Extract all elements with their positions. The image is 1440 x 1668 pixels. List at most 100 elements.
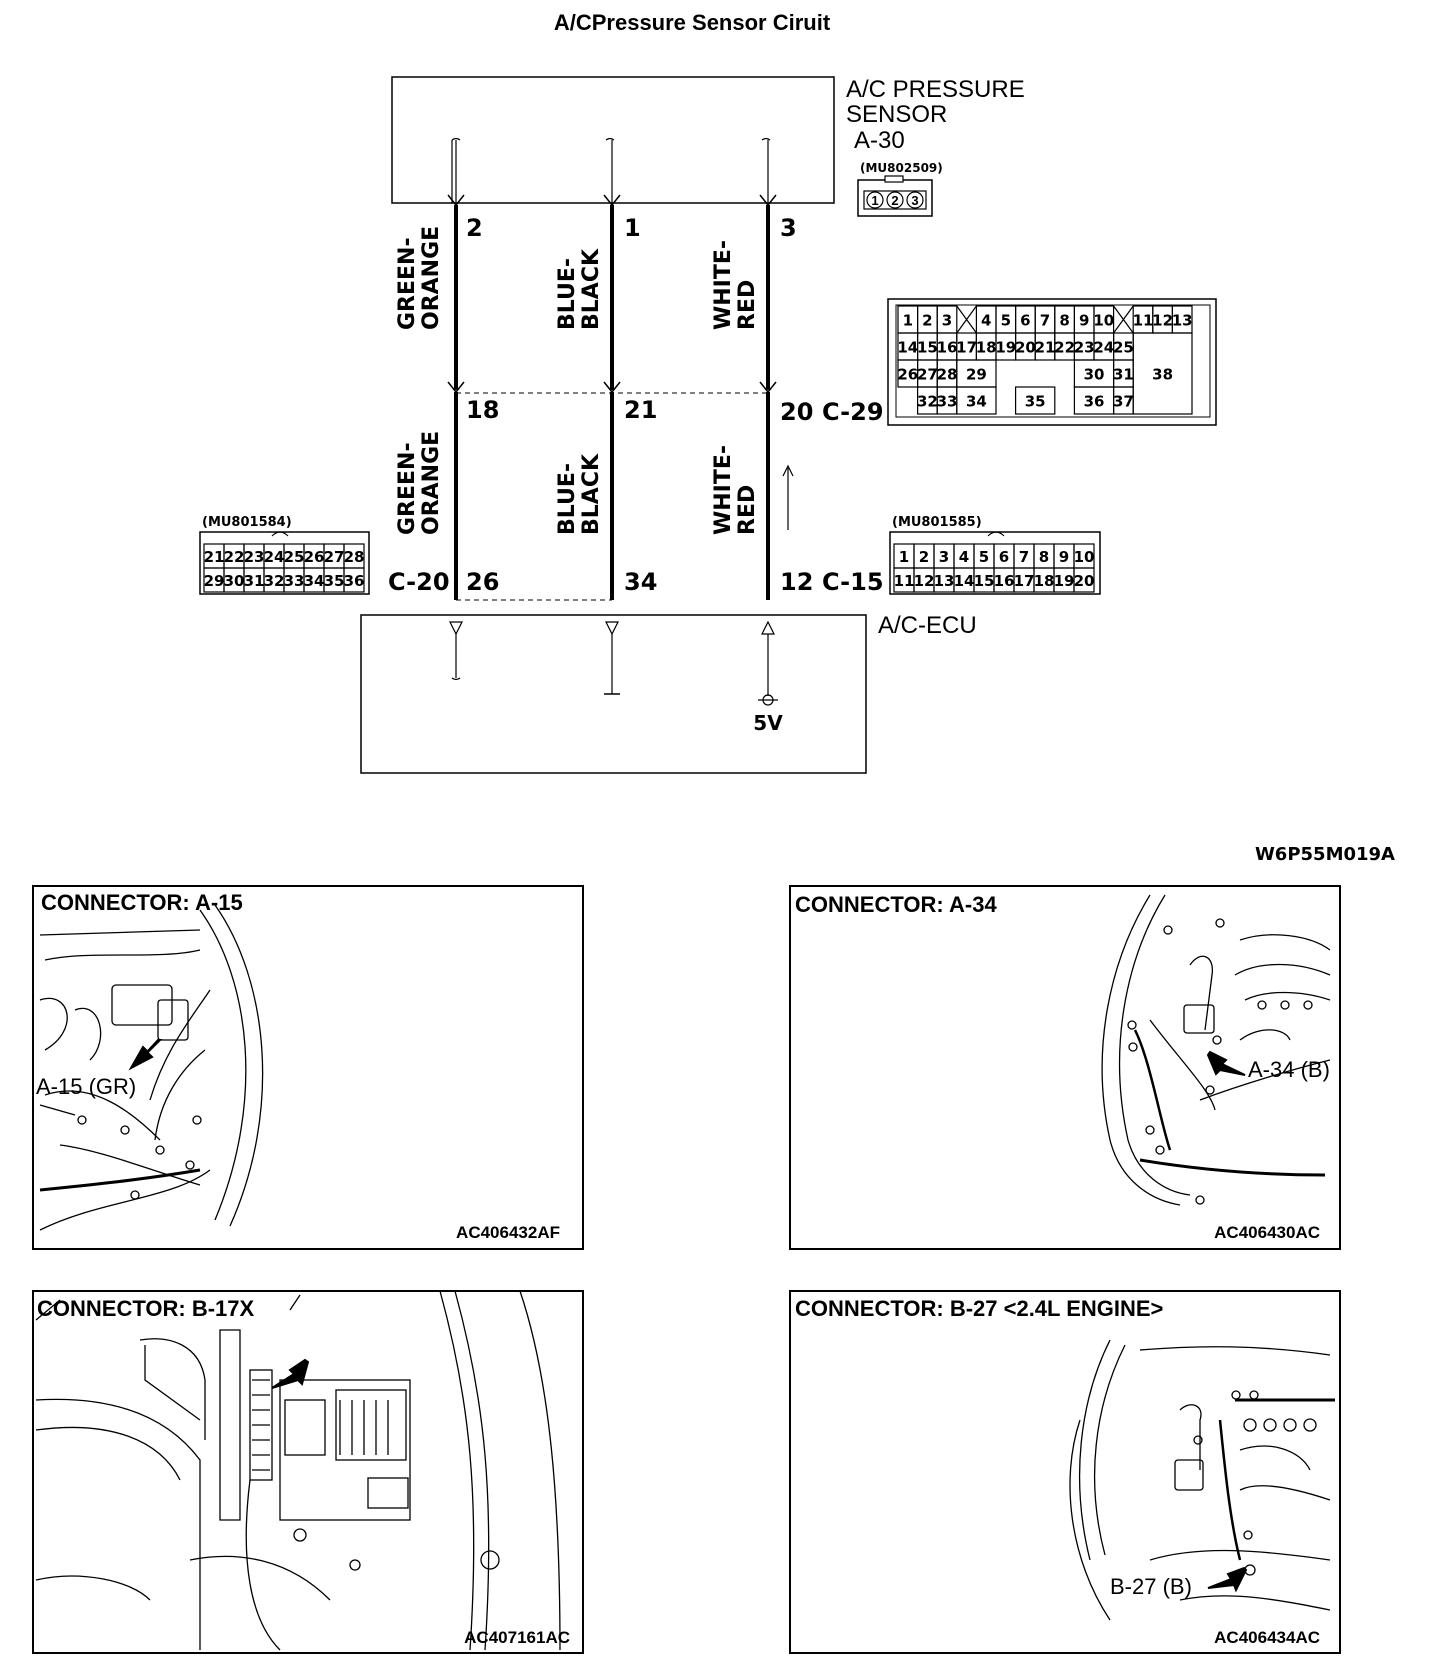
wire-white-red: [759, 137, 794, 600]
panel-code: AC406430AC: [1214, 1223, 1320, 1242]
cavity-number: 24: [264, 548, 285, 566]
location-arrow-icon: [1207, 1566, 1248, 1593]
ecu-box: [360, 614, 867, 774]
cavity-number: 16: [937, 339, 958, 357]
cavity-number: 35: [1025, 393, 1046, 411]
cavity-number: 22: [224, 548, 245, 566]
cavity-number: 3: [939, 548, 949, 566]
cavity-number: 10: [1074, 548, 1095, 566]
cavity-number: 19: [1054, 572, 1075, 590]
cavity-number: 19: [995, 339, 1016, 357]
cavity-number: 9: [1079, 312, 1089, 330]
connector-cavity: [956, 386, 997, 415]
cavity-number: 22: [1054, 339, 1075, 357]
connector-id-c20: C-20: [388, 568, 450, 596]
cavity-number: 36: [344, 572, 365, 590]
cavity-number: 4: [981, 312, 991, 330]
connector-part-no: (MU801584): [202, 515, 292, 530]
cavity-number: 5: [1001, 312, 1011, 330]
cavity-number: 11: [894, 572, 915, 590]
cavity-number: 26: [304, 548, 325, 566]
cavity-number: 24: [1093, 339, 1114, 357]
panel-title: CONNECTOR: A-34: [795, 892, 997, 917]
connector-cavity: [343, 567, 365, 593]
connector-cavity: [1014, 386, 1056, 415]
sensor-connector-id: A-30: [854, 127, 905, 154]
cavity-number: 27: [917, 366, 938, 384]
cavity-number: 30: [224, 572, 245, 590]
cavity-number: 34: [304, 572, 325, 590]
cavity-number: 30: [1084, 366, 1105, 384]
cavity-number: 1: [899, 548, 909, 566]
wire-blue-black: [603, 137, 621, 600]
wire-color-label: RED: [735, 280, 760, 330]
engine-bay-sketch: [1101, 894, 1331, 1206]
pin-number: 18: [466, 396, 499, 424]
cavity-number: 33: [284, 572, 305, 590]
sensor-connector-face: 1 2 3: [857, 175, 933, 217]
cavity-number: 29: [204, 572, 225, 590]
cavity-number: 18: [976, 339, 997, 357]
sensor-name-line2: SENSOR: [846, 101, 947, 128]
cavity-number: 23: [244, 548, 265, 566]
cavity-number: 25: [1113, 339, 1134, 357]
connector-cavity: [1132, 332, 1193, 415]
engine-bay-sketch: [35, 1290, 561, 1651]
blank-cavity-mark: [1113, 305, 1134, 334]
cavity-number: 31: [1113, 366, 1134, 384]
diagram-title: A/CPressure Sensor Ciruit: [554, 10, 831, 35]
cavity-number: 14: [954, 572, 975, 590]
wire-color-label: ORANGE: [419, 226, 444, 330]
cavity-number: 15: [917, 339, 938, 357]
wire-color-label: WHITE-: [711, 240, 736, 330]
sensor-pin-label: 1: [871, 193, 878, 208]
cavity-number: 25: [284, 548, 305, 566]
cavity-number: 34: [966, 393, 987, 411]
panel-callout: A-34 (B): [1248, 1057, 1330, 1082]
cavity-number: 11: [1133, 312, 1154, 330]
blank-cavity-mark: [956, 305, 977, 334]
connector-id-c29: C-29: [822, 398, 884, 426]
cavity-number: 2: [919, 548, 929, 566]
cavity-number: 29: [966, 366, 987, 384]
wire-color-label: BLACK: [579, 453, 604, 535]
cavity-number: 35: [324, 572, 345, 590]
cavity-number: 14: [897, 339, 918, 357]
panel-title: CONNECTOR: B-27 <2.4L ENGINE>: [795, 1296, 1163, 1321]
cavity-number: 7: [1040, 312, 1050, 330]
wire-color-label: WHITE-: [711, 445, 736, 535]
cavity-number: 10: [1093, 312, 1114, 330]
cavity-number: 38: [1152, 366, 1173, 384]
cavity-number: 37: [1113, 393, 1134, 411]
location-arrow-icon: [128, 1039, 163, 1071]
panel-callout: A-15 (GR): [36, 1074, 136, 1099]
cavity-number: 7: [1019, 548, 1029, 566]
cavity-number: 6: [1020, 312, 1030, 330]
cavity-number: 28: [344, 548, 365, 566]
pin-number: 1: [624, 214, 641, 242]
panel-connector-a34: CONNECTOR: A-34 A-34 (B) AC406430AC: [789, 885, 1341, 1250]
wire-color-label: GREEN-: [395, 237, 420, 330]
wire-color-label: ORANGE: [419, 431, 444, 535]
cavity-number: 12: [1152, 312, 1173, 330]
panel-connector-a15: CONNECTOR: A-15 A-15 (GR) AC406432AF: [32, 885, 584, 1250]
panel-code: AC406434AC: [1214, 1628, 1320, 1647]
panel-code: AC407161AC: [464, 1628, 570, 1647]
pin-number: 26: [466, 568, 499, 596]
cavity-number: 27: [324, 548, 345, 566]
cavity-number: 15: [974, 572, 995, 590]
cavity-number: 18: [1034, 572, 1055, 590]
wire-color-label: GREEN-: [395, 442, 420, 535]
sensor-pin-label: 2: [891, 193, 898, 208]
cavity-number: 13: [934, 572, 955, 590]
panel-callout: B-27 (B): [1110, 1574, 1192, 1599]
cavity-number: 20: [1074, 572, 1095, 590]
ecu-name: A/C-ECU: [878, 612, 977, 639]
cavity-number: 20: [1015, 339, 1036, 357]
cavity-number: 13: [1172, 312, 1193, 330]
sensor-name-line1: A/C PRESSURE: [846, 76, 1025, 103]
cavity-number: 8: [1059, 312, 1069, 330]
cavity-number: 1: [903, 312, 913, 330]
